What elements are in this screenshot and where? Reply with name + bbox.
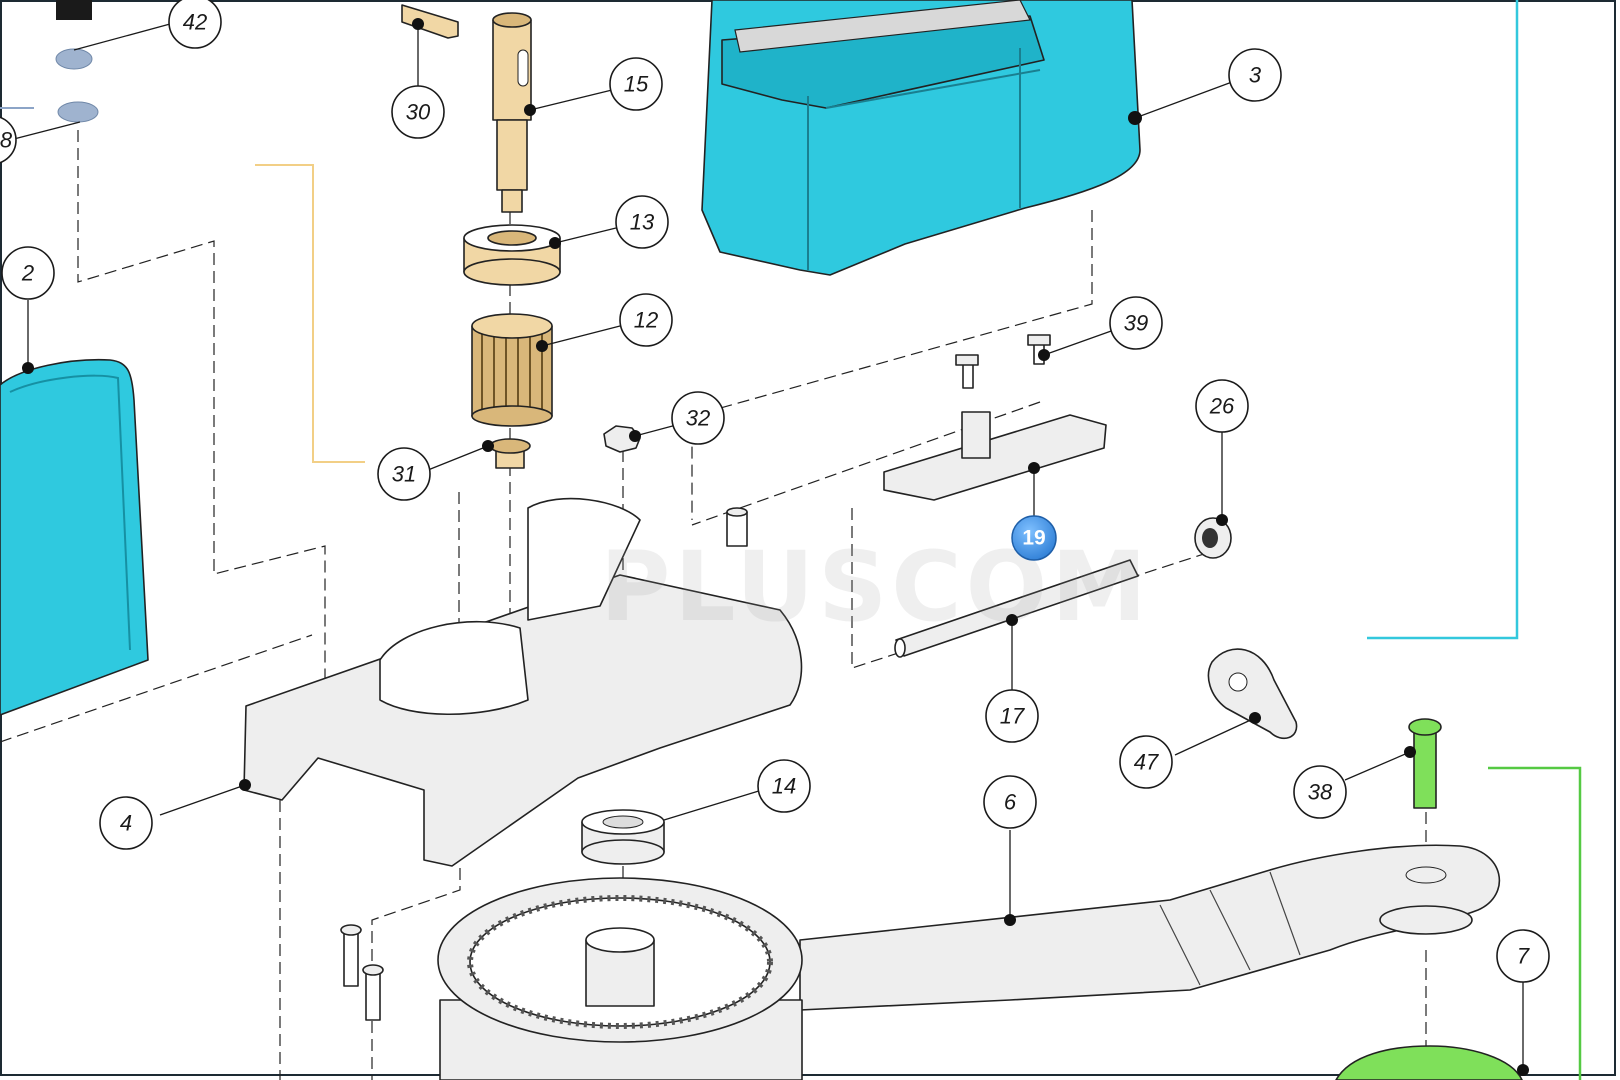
part-2-side-cover (0, 358, 149, 716)
part-17-shaft (894, 559, 1139, 658)
callout-38: 38 (1293, 765, 1347, 819)
callout-13: 13 (615, 195, 669, 249)
part-4-gearbox-body (243, 497, 803, 867)
callout-39: 39 (1109, 296, 1163, 350)
callout-14: 14 (757, 759, 811, 813)
callout-8-label: 8 (0, 128, 13, 153)
part-42-knob (55, 0, 99, 123)
leader-dots (22, 18, 1529, 1076)
callout-39-label: 39 (1124, 311, 1148, 336)
callout-32: 32 (671, 391, 725, 445)
part-14-bearing (581, 809, 665, 865)
callout-15: 15 (609, 57, 663, 111)
assembly-guides (0, 0, 1582, 1080)
callout-3: 3 (1228, 48, 1282, 102)
leader-lines (9, 23, 1524, 1070)
part-3-top-housing (701, 0, 1141, 276)
watermark-text: PLUSCOM (600, 531, 1151, 643)
part-12-pinion-gear (471, 313, 553, 427)
bottom-left-screws (340, 924, 384, 1021)
part-6-ring-gear (437, 877, 803, 1080)
callout-42: 42 (168, 0, 222, 49)
part-6-arm (799, 844, 1501, 1011)
callout-14-label: 14 (772, 774, 796, 799)
callout-13-label: 13 (630, 210, 655, 235)
part-26-flange-nut (1194, 517, 1232, 559)
callout-7-label: 7 (1517, 944, 1530, 969)
callout-47: 47 (1119, 735, 1173, 789)
callout-4: 4 (99, 796, 153, 850)
part-31-bushing (489, 438, 531, 469)
callout-32-label: 32 (686, 406, 710, 431)
part-13-bearing (463, 224, 561, 286)
callout-6: 6 (983, 775, 1037, 829)
part-19-bracket (883, 411, 1107, 501)
callout-42-label: 42 (183, 10, 207, 35)
callout-3-label: 3 (1249, 63, 1262, 88)
part-38-green-pin (1408, 718, 1442, 809)
callout-2-label: 2 (21, 261, 34, 286)
callout-12: 12 (619, 293, 673, 347)
callout-15-label: 15 (624, 72, 649, 97)
callout-17: 17 (985, 689, 1039, 743)
callout-4-label: 4 (120, 811, 132, 836)
callout-38-label: 38 (1308, 780, 1333, 805)
callout-26: 26 (1195, 379, 1249, 433)
callout-17-label: 17 (1000, 704, 1025, 729)
part-39-screws (955, 334, 1051, 389)
callout-30-label: 30 (406, 100, 431, 125)
callout-8-partial: 8 (0, 116, 17, 164)
callout-6-label: 6 (1004, 790, 1017, 815)
callout-47-label: 47 (1134, 750, 1159, 775)
callout-19-label: 19 (1022, 527, 1045, 550)
callout-30: 30 (391, 85, 445, 139)
callout-12-label: 12 (634, 308, 658, 333)
callout-2: 2 (1, 246, 55, 300)
callout-19-highlighted[interactable]: 19 (1011, 515, 1057, 561)
callout-31-label: 31 (392, 462, 416, 487)
callout-7: 7 (1496, 929, 1550, 983)
callout-31: 31 (377, 447, 431, 501)
part-15-shaft (492, 12, 532, 213)
callout-26-label: 26 (1209, 394, 1235, 419)
part-7-green-base (1335, 1045, 1523, 1080)
part-30-key (401, 4, 459, 39)
part-47-plate (1207, 648, 1298, 740)
